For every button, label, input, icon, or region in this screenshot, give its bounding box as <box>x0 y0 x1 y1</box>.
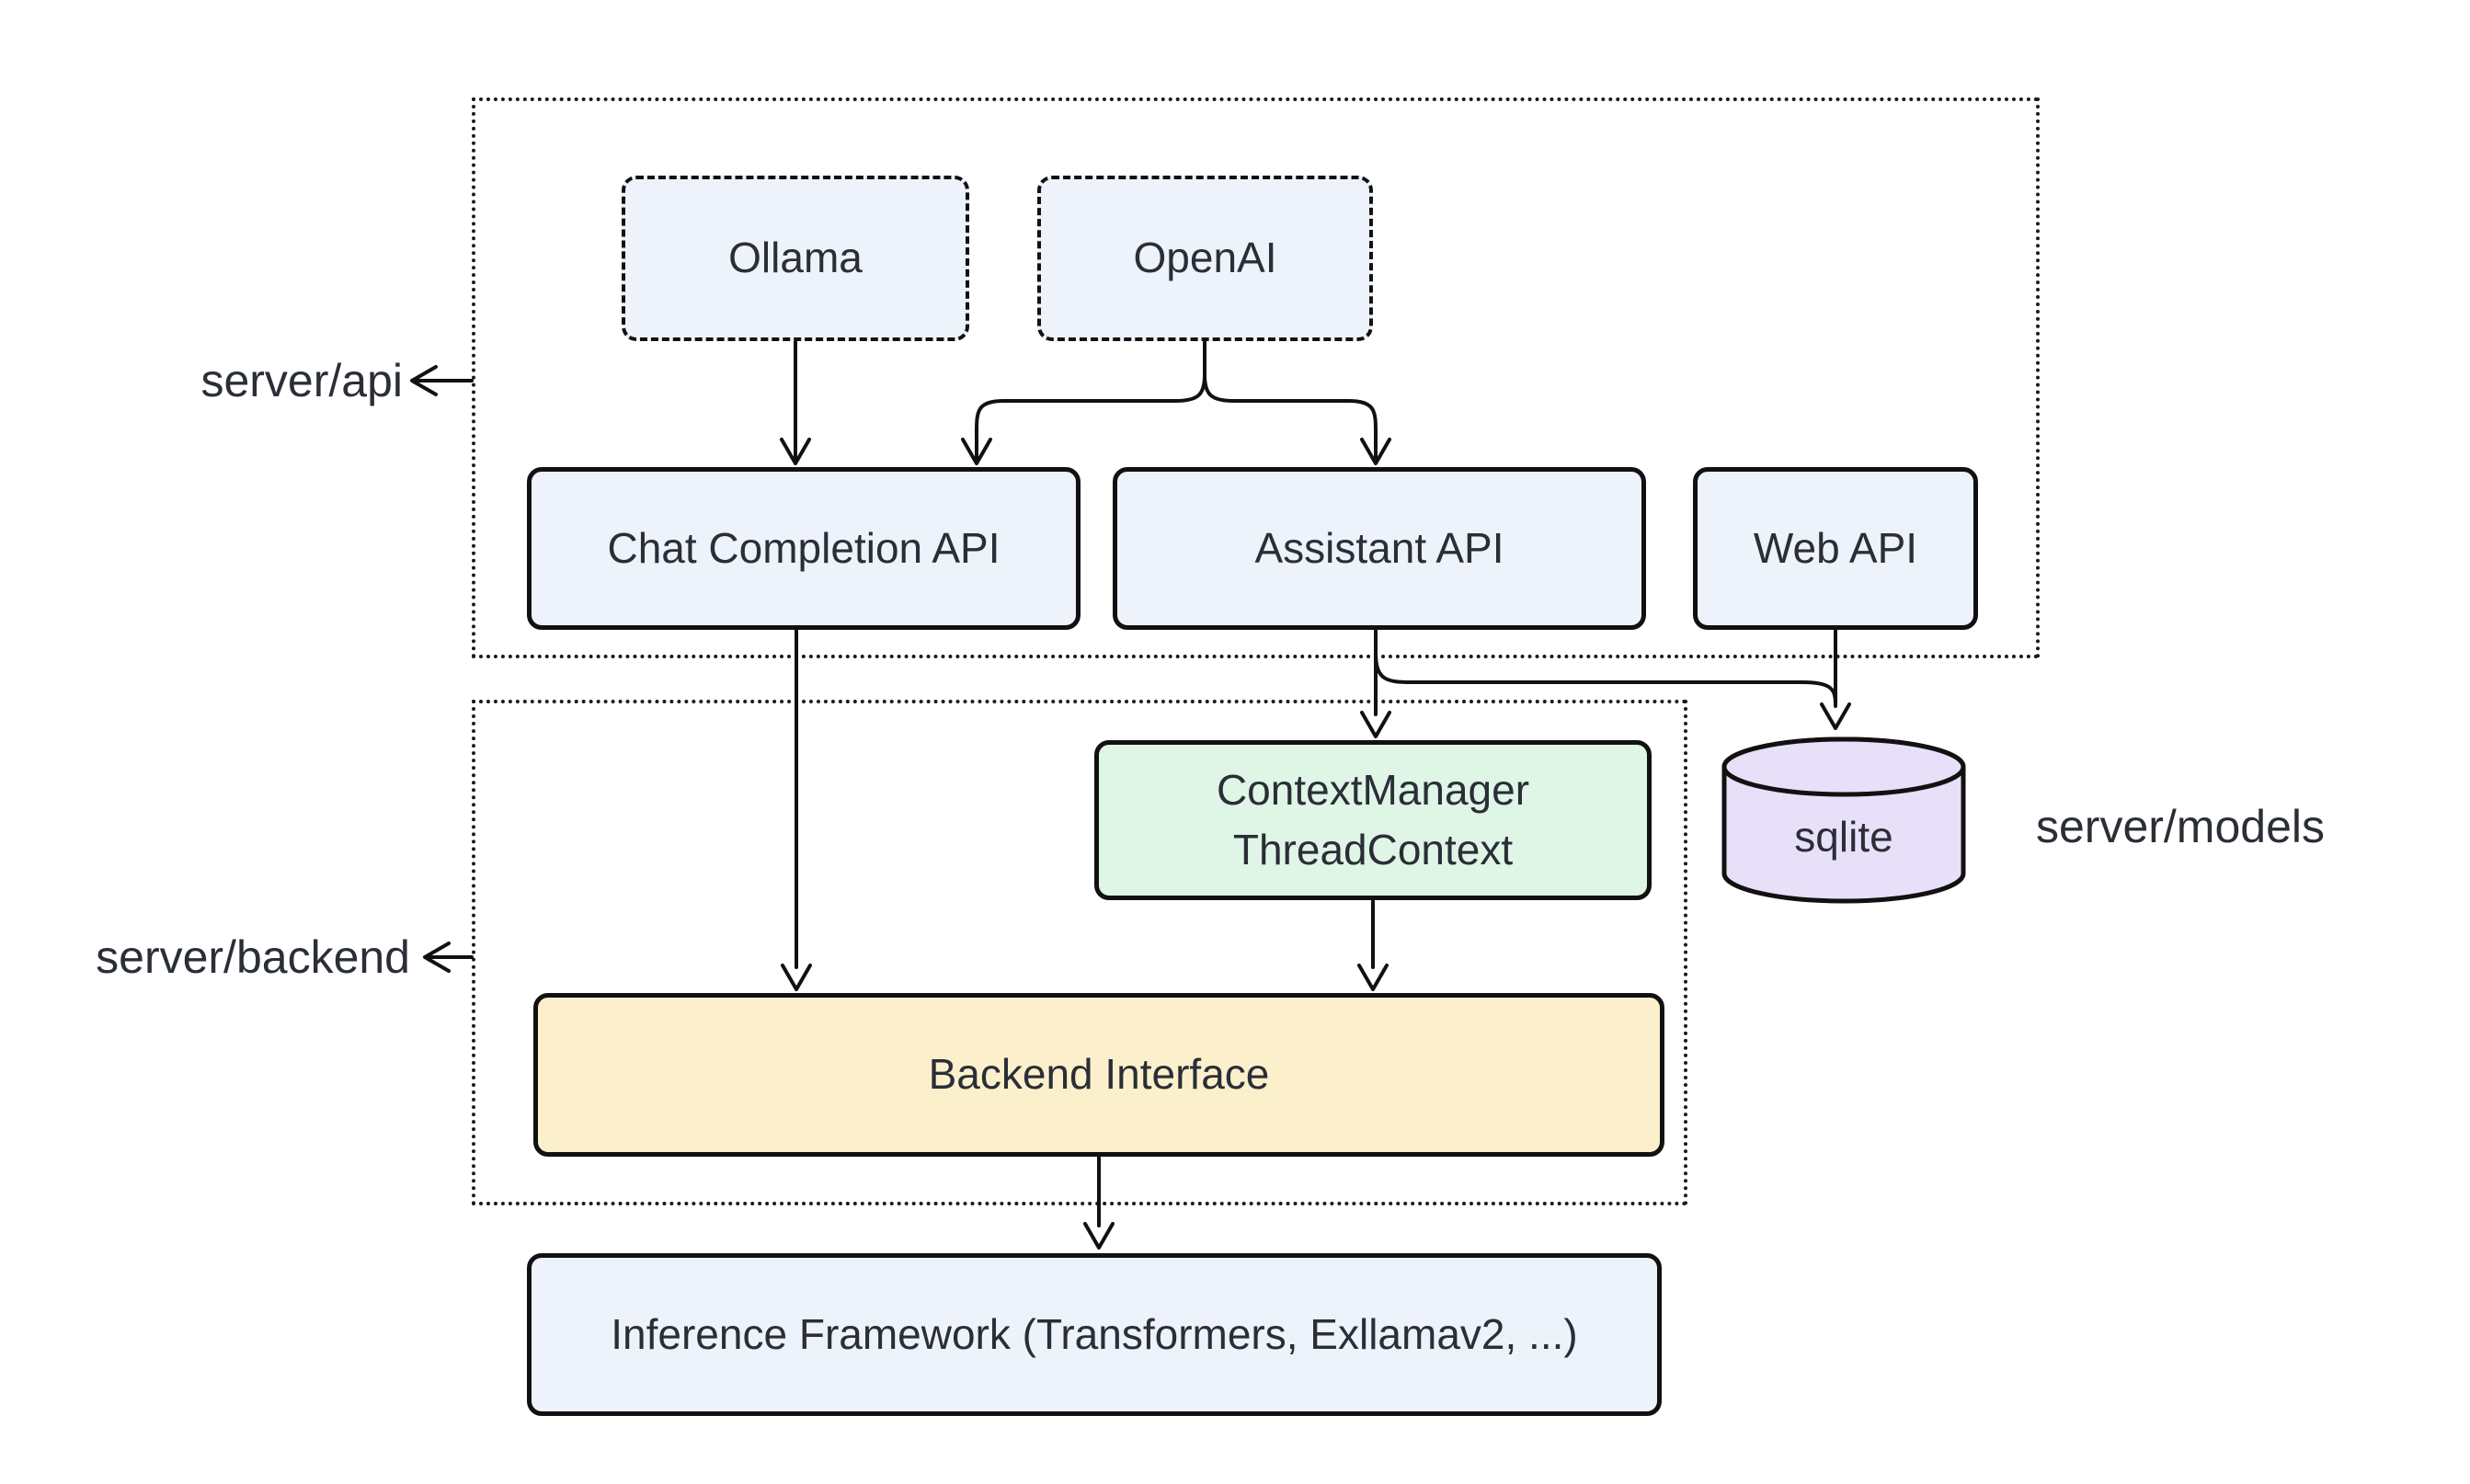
arrowhead-left-icon <box>423 942 451 973</box>
arrowhead-down-icon <box>780 438 811 465</box>
arrowhead-down-icon <box>961 438 992 465</box>
node-backend-interface: Backend Interface <box>533 993 1664 1157</box>
arrowhead-down-icon <box>1820 702 1851 730</box>
callout-arrow-server-api <box>410 365 474 396</box>
arrowhead-down-icon <box>1083 1222 1115 1250</box>
node-inference-framework: Inference Framework (Transformers, Exlla… <box>527 1253 1662 1416</box>
node-context-manager: ContextManager ThreadContext <box>1094 740 1652 900</box>
edge-assistant-api-to-sqlite <box>1374 651 1837 706</box>
edge-openai-to-assistant-api <box>1203 373 1391 465</box>
label-server-backend: server/backend <box>96 931 410 983</box>
arrowhead-left-icon <box>410 365 438 396</box>
label-server-models: server/models <box>2036 801 2325 852</box>
node-openai-label: OpenAI <box>1133 234 1277 282</box>
node-ollama: Ollama <box>622 176 969 341</box>
node-inference-framework-label: Inference Framework (Transformers, Exlla… <box>611 1309 1578 1358</box>
node-ollama-label: Ollama <box>728 234 863 282</box>
arrowhead-down-icon <box>781 964 812 991</box>
arrowhead-down-icon <box>1360 711 1391 738</box>
node-openai: OpenAI <box>1037 176 1373 341</box>
edge-chat-completion-api-to-backend-interface <box>781 629 812 991</box>
group-server-api <box>472 97 2040 658</box>
group-server-backend <box>472 700 1687 1205</box>
node-assistant-api: Assistant API <box>1113 467 1646 630</box>
node-sqlite-label: sqlite <box>1794 813 1893 861</box>
node-web-api: Web API <box>1693 467 1978 630</box>
edge-openai-to-chat-completion-api <box>961 340 1206 465</box>
node-assistant-api-label: Assistant API <box>1254 523 1504 572</box>
node-web-api-label: Web API <box>1753 523 1918 572</box>
label-server-api: server/api <box>200 355 403 406</box>
edge-assistant-api-to-context-manager <box>1360 629 1391 738</box>
node-chat-completion-api: Chat Completion API <box>527 467 1081 630</box>
node-sqlite: sqlite <box>1721 736 1966 904</box>
node-backend-interface-label: Backend Interface <box>928 1050 1270 1099</box>
node-context-manager-line1: ContextManager <box>1216 765 1530 814</box>
arrowhead-down-icon <box>1357 964 1389 991</box>
edge-backend-interface-to-inference-framework <box>1083 1156 1115 1250</box>
edge-web-api-to-sqlite <box>1820 629 1851 730</box>
arrowhead-down-icon <box>1360 438 1391 465</box>
node-context-manager-line2: ThreadContext <box>1232 826 1514 873</box>
node-chat-completion-api-label: Chat Completion API <box>607 523 1001 572</box>
edge-ollama-to-chat-completion-api <box>780 340 811 465</box>
sqlite-cylinder-top <box>1721 736 1966 797</box>
edge-context-manager-to-backend-interface <box>1357 899 1389 991</box>
callout-arrow-server-backend <box>423 942 474 973</box>
